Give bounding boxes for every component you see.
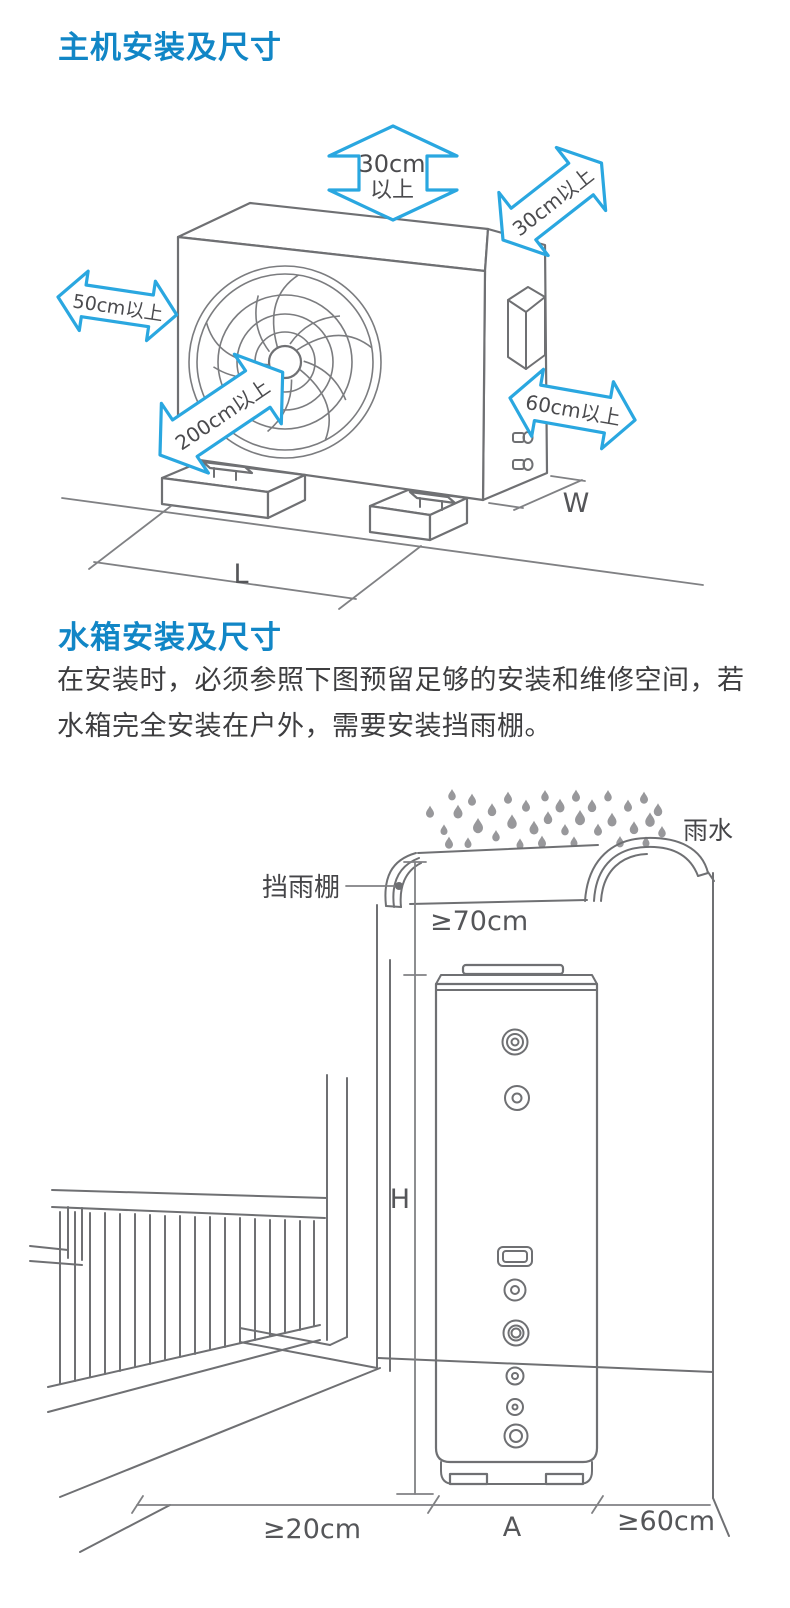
tank-ports: [497, 1028, 533, 1449]
canopy-leader: 挡雨棚: [262, 873, 403, 903]
clearance-arrow-top: 30cm 以上: [327, 124, 459, 222]
height-label: H: [390, 1184, 410, 1215]
tank-clearance-diagram: 挡雨棚 雨水 ≥70cm H ≥20cm A ≥60cm: [29, 789, 733, 1553]
section-title-main-unit: 主机安装及尺寸: [58, 30, 282, 66]
width-label: W: [563, 488, 590, 519]
foot-right: [368, 488, 469, 542]
right-clearance-label: ≥60cm: [617, 1506, 715, 1537]
length-label: L: [233, 559, 248, 590]
rain-canopy-drawing: [384, 836, 709, 908]
tank-install-note: 在安装时，必须参照下图预留足够的安装和维修空间，若水箱完全安装在户外，需要安装挡…: [57, 665, 745, 742]
canopy-clearance-label: ≥70cm: [430, 906, 528, 937]
balcony-railing-drawing: [29, 1074, 381, 1553]
bottom-dimension: ≥20cm A ≥60cm: [131, 1495, 715, 1545]
tank-width-label: A: [503, 1512, 522, 1543]
floor-edge-line: [377, 1357, 714, 1373]
wall-lines: [376, 871, 730, 1537]
main-unit-drawing: [176, 201, 549, 502]
width-dimension: W: [488, 475, 590, 519]
clearance-top-value: 30cm: [358, 150, 425, 178]
left-clearance-label: ≥20cm: [263, 1514, 361, 1545]
section-title-tank: 水箱安装及尺寸: [58, 620, 282, 656]
water-tank-drawing: [434, 963, 599, 1486]
canopy-label: 挡雨棚: [262, 873, 340, 903]
length-dimension: L: [61, 497, 704, 610]
clearance-top-suffix: 以上: [370, 178, 414, 203]
main-unit-clearance-diagram: L W 30cm 以上 30cm以上 50cm以上 200cm以上 60: [56, 124, 704, 610]
height-dimension: ≥70cm H: [390, 861, 528, 1495]
clearance-arrow-left: 50cm以上: [56, 269, 179, 343]
side-panel: [507, 286, 546, 370]
rain-label: 雨水: [683, 816, 733, 845]
